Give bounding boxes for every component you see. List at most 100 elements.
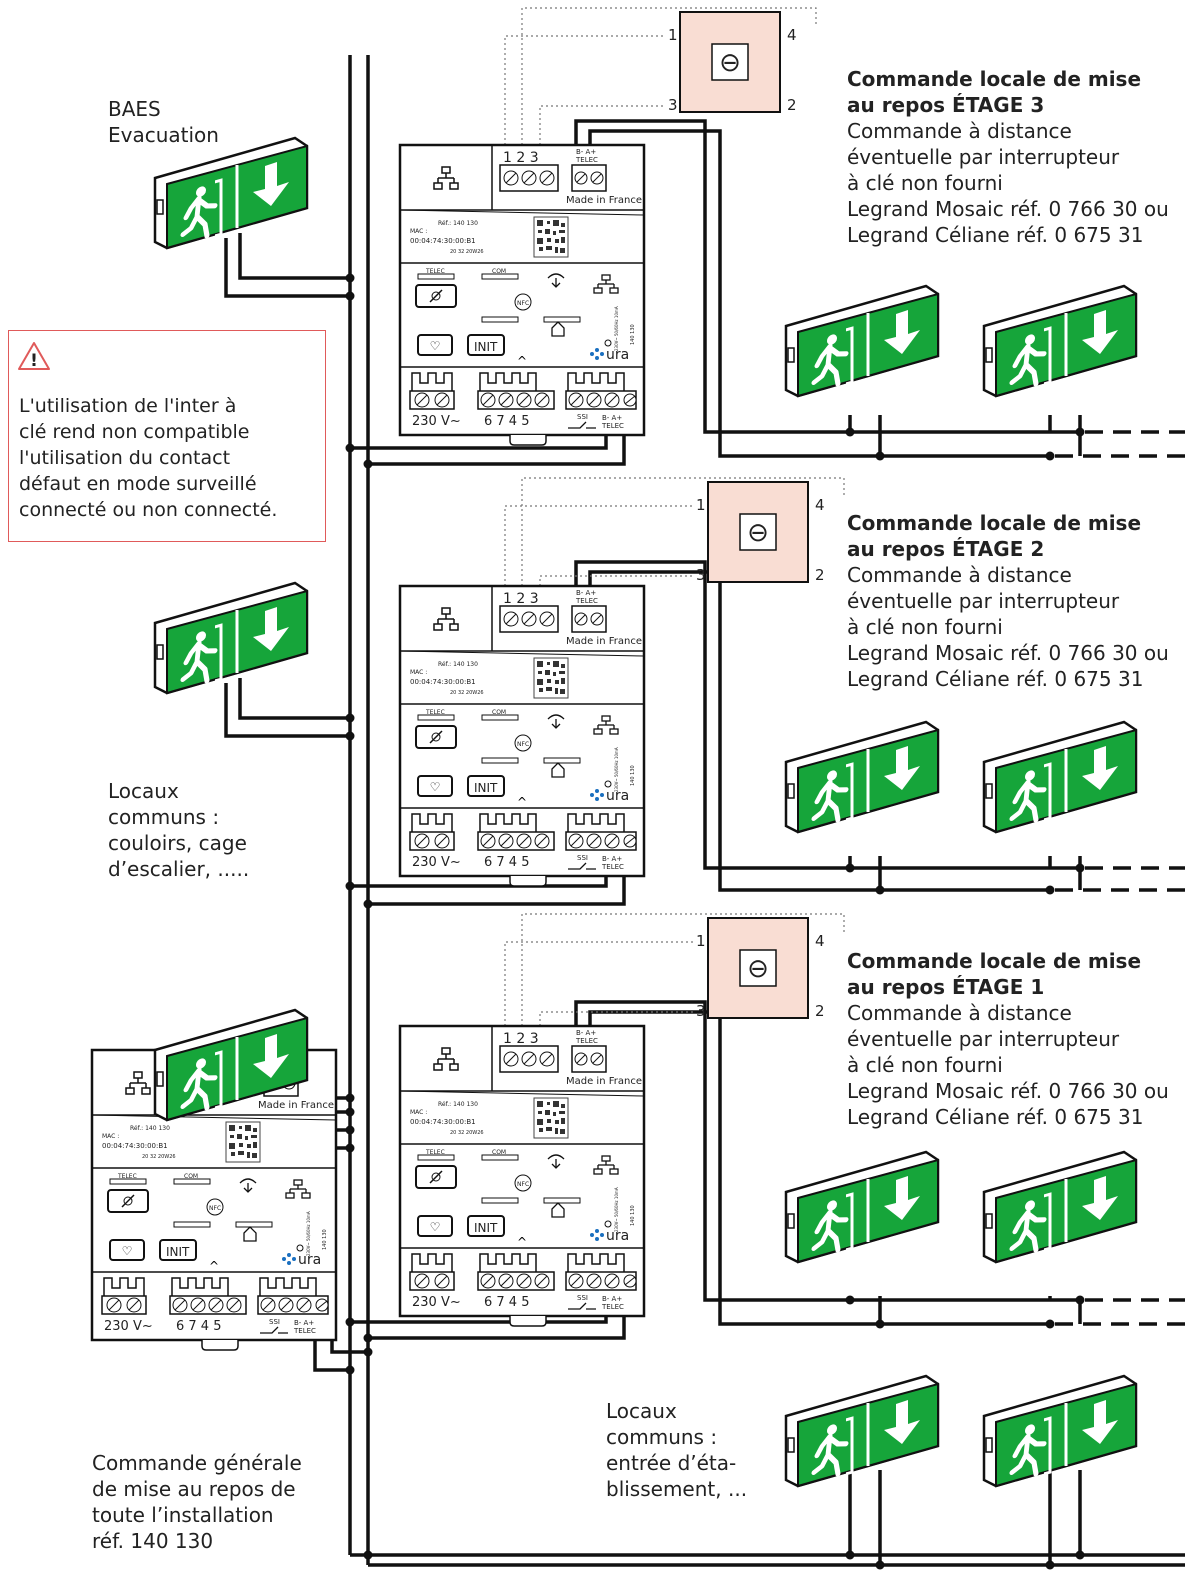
baes-sign-entrance-a bbox=[786, 1376, 938, 1486]
junction-dot bbox=[363, 1347, 373, 1357]
module-mac-label: MAC : bbox=[410, 669, 427, 676]
module-com-button-label: COM bbox=[492, 268, 506, 275]
junction-dot bbox=[1045, 1560, 1055, 1570]
module-power-spec: 230V~ 50/60Hz 10mA bbox=[306, 1211, 311, 1256]
module-bus-wire-b bbox=[368, 435, 626, 466]
baes-sign-floor1-a bbox=[786, 1152, 938, 1262]
floor-output-a bbox=[574, 560, 1080, 870]
dotted-link-4 bbox=[521, 7, 817, 145]
floor-line: éventuelle par interrupteur bbox=[847, 589, 1120, 613]
locaux-line: communs : bbox=[108, 805, 220, 829]
warning-symbol: ! bbox=[30, 351, 38, 371]
module-mac: 00:04:74:30:00:B1 bbox=[410, 678, 476, 686]
key-terminal-2: 2 bbox=[787, 96, 797, 114]
general-line: toute l’installation bbox=[92, 1503, 274, 1527]
module-telec-bottom: TELEC bbox=[601, 422, 624, 430]
module-mac: 00:04:74:30:00:B1 bbox=[410, 1118, 476, 1126]
module-bottom-terminals: 6 7 4 5 bbox=[484, 414, 529, 429]
junction-dot bbox=[1075, 863, 1085, 873]
key-terminal-3: 3 bbox=[696, 566, 706, 584]
warning-line: connecté ou non connecté. bbox=[19, 499, 278, 521]
module-bottom-terminals: 6 7 4 5 bbox=[176, 1319, 221, 1334]
key-lock-icon: ⊖ bbox=[747, 954, 769, 984]
junction-dot bbox=[363, 459, 373, 469]
floor-output-a bbox=[574, 1000, 1080, 1302]
module-com-button-label: COM bbox=[492, 1149, 506, 1156]
module-bus-wire-a bbox=[350, 876, 608, 888]
key-terminal-2: 2 bbox=[815, 1002, 825, 1020]
key-terminal-1: 1 bbox=[696, 932, 706, 950]
junction-dot bbox=[363, 899, 373, 909]
nfc-icon: NFC bbox=[517, 741, 529, 748]
warning-box: ! L'utilisation de l'inter à clé rend no… bbox=[8, 330, 326, 542]
floor-line: Legrand Mosaic réf. 0 766 30 ou bbox=[847, 197, 1169, 221]
locaux-line: communs : bbox=[606, 1425, 718, 1449]
dotted-link-1 bbox=[504, 941, 694, 1026]
exit-sign-icon bbox=[984, 722, 1136, 832]
module-terminal-numbers: 1 2 3 bbox=[503, 150, 539, 166]
floor-line: éventuelle par interrupteur bbox=[847, 145, 1120, 169]
module-bus-label: B- A+ bbox=[576, 1029, 596, 1037]
module-made-in: Made in France bbox=[566, 636, 642, 647]
module-telec-label: TELEC bbox=[575, 1037, 598, 1045]
module-body bbox=[398, 584, 646, 888]
left-sign-wire-b bbox=[224, 238, 350, 298]
module-code: 140 130 bbox=[630, 1205, 636, 1226]
general-line: réf. 140 130 bbox=[92, 1529, 214, 1553]
left-sign-wire-a bbox=[238, 678, 350, 720]
junction-dot bbox=[875, 1560, 885, 1570]
junction-dot bbox=[345, 1317, 355, 1327]
left-sign-wire-b bbox=[224, 683, 350, 738]
module-mac-label: MAC : bbox=[410, 228, 427, 235]
junction-dot bbox=[345, 291, 355, 301]
junction-dot bbox=[363, 1550, 373, 1560]
dotted-link-1 bbox=[504, 505, 694, 586]
exit-sign-icon bbox=[984, 1376, 1136, 1486]
floor-line: Commande à distance bbox=[847, 563, 1072, 587]
module-telec-bottom: TELEC bbox=[293, 1327, 316, 1335]
exit-sign-icon bbox=[786, 286, 938, 396]
module-telec-label: TELEC bbox=[575, 597, 598, 605]
dotted-links bbox=[504, 7, 845, 1026]
baes-sign-floor2-b bbox=[984, 722, 1136, 832]
locaux-line: Locaux bbox=[108, 779, 179, 803]
junction-dot bbox=[1075, 1550, 1085, 1560]
junction-dot bbox=[845, 1295, 855, 1305]
init-button-label: INIT bbox=[474, 1221, 498, 1235]
floor-1-label: Commande locale de mise au repos ÉTAGE 1… bbox=[847, 948, 1169, 1130]
floor-3-label: Commande locale de mise au repos ÉTAGE 3… bbox=[847, 66, 1169, 248]
baes-sign-left-2 bbox=[155, 583, 307, 693]
baes-label: BAES Evacuation bbox=[108, 96, 219, 148]
baes-sign-floor1-b bbox=[984, 1152, 1136, 1262]
init-button-label: INIT bbox=[166, 1245, 190, 1259]
junction-dot bbox=[345, 881, 355, 891]
module-mac: 00:04:74:30:00:B1 bbox=[410, 237, 476, 245]
module-code: 140 130 bbox=[322, 1229, 328, 1250]
junction-dot bbox=[1075, 1295, 1085, 1305]
junction-dot bbox=[875, 1319, 885, 1329]
exit-sign-icon bbox=[155, 583, 307, 693]
module-bus-bottom: B- A+ bbox=[602, 414, 622, 422]
module-ssi-label: SSI bbox=[577, 854, 588, 862]
module-telec-button-label: TELEC bbox=[425, 709, 445, 716]
key-terminal-4: 4 bbox=[815, 496, 825, 514]
module-telec-label: TELEC bbox=[575, 156, 598, 164]
module-voltage: 230 V~ bbox=[412, 855, 461, 870]
module-ref: Réf.: 140 130 bbox=[130, 1125, 170, 1132]
brand-logo: ura bbox=[606, 788, 629, 804]
module-com-button-label: COM bbox=[184, 1173, 198, 1180]
left-sign-wire-a bbox=[238, 233, 350, 280]
module-telec-bottom: TELEC bbox=[601, 863, 624, 871]
locaux-line: d’escalier, ..... bbox=[108, 857, 250, 881]
init-button-label: INIT bbox=[474, 781, 498, 795]
baes-sign-floor3-b bbox=[984, 286, 1136, 396]
junction-dot bbox=[845, 863, 855, 873]
nfc-icon: NFC bbox=[209, 1205, 221, 1212]
module-ref: Réf.: 140 130 bbox=[438, 220, 478, 227]
